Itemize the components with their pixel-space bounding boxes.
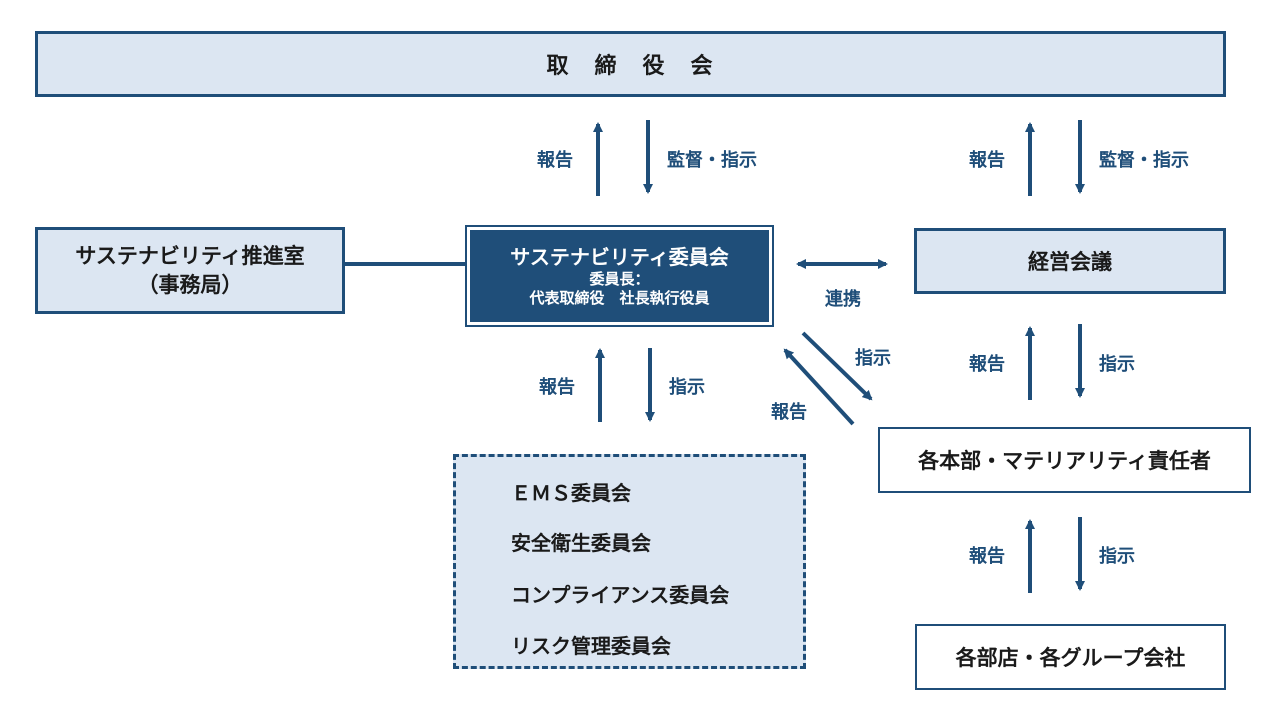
sub-committee-compliance: コンプライアンス委員会 bbox=[511, 583, 730, 607]
label-report-committee-divisions: 報告 bbox=[771, 402, 807, 423]
arrow-committee-to-divisions bbox=[801, 331, 873, 401]
office-name: サステナビリティ推進室 bbox=[75, 244, 305, 269]
sub-committee-ems: ＥＭＳ委員会 bbox=[511, 481, 631, 505]
label-report-divisions-branches: 報告 bbox=[969, 546, 1005, 567]
sub-committee-safety: 安全衛生委員会 bbox=[511, 531, 651, 555]
sub-committees-group: ＥＭＳ委員会 安全衛生委員会 コンプライアンス委員会 リスク管理委員会 bbox=[453, 454, 806, 669]
committee-chair-label: 委員長： bbox=[589, 269, 650, 288]
divisions-box: 各本部・マテリアリティ責任者 bbox=[878, 427, 1251, 493]
label-instruct-committee-divisions: 指示 bbox=[855, 348, 891, 369]
sub-committee-risk: リスク管理委員会 bbox=[511, 634, 671, 658]
label-report-management-divisions: 報告 bbox=[969, 354, 1005, 375]
label-report-board-committee: 報告 bbox=[537, 150, 573, 171]
label-instruct-committee-sub: 指示 bbox=[669, 377, 705, 398]
office-note: （事務局） bbox=[137, 272, 243, 297]
committee-chair-name: 代表取締役 社長執行役員 bbox=[529, 289, 710, 307]
label-instruct-divisions-branches: 指示 bbox=[1099, 546, 1135, 567]
label-supervise-board-committee: 監督・指示 bbox=[667, 150, 757, 171]
label-supervise-board-management: 監督・指示 bbox=[1099, 150, 1189, 171]
divisions-label: 各本部・マテリアリティ責任者 bbox=[918, 449, 1211, 473]
label-instruct-management-divisions: 指示 bbox=[1099, 354, 1135, 375]
branches-box: 各部店・各グループ会社 bbox=[915, 624, 1226, 690]
management-label: 経営会議 bbox=[1028, 250, 1112, 274]
board-box: 取 締 役 会 bbox=[35, 31, 1226, 97]
arrow-divisions-to-committee bbox=[783, 348, 855, 426]
label-report-board-management: 報告 bbox=[969, 150, 1005, 171]
board-label: 取 締 役 会 bbox=[546, 54, 715, 79]
sustainability-office-box: サステナビリティ推進室 （事務局） bbox=[35, 227, 345, 314]
label-cooperate: 連携 bbox=[825, 289, 861, 310]
branches-label: 各部店・各グループ会社 bbox=[955, 646, 1186, 670]
committee-title: サステナビリティ委員会 bbox=[510, 244, 729, 269]
sustainability-committee-box: サステナビリティ委員会 委員長： 代表取締役 社長執行役員 bbox=[465, 225, 774, 327]
management-meeting-box: 経営会議 bbox=[914, 228, 1226, 294]
label-report-committee-sub: 報告 bbox=[539, 377, 575, 398]
